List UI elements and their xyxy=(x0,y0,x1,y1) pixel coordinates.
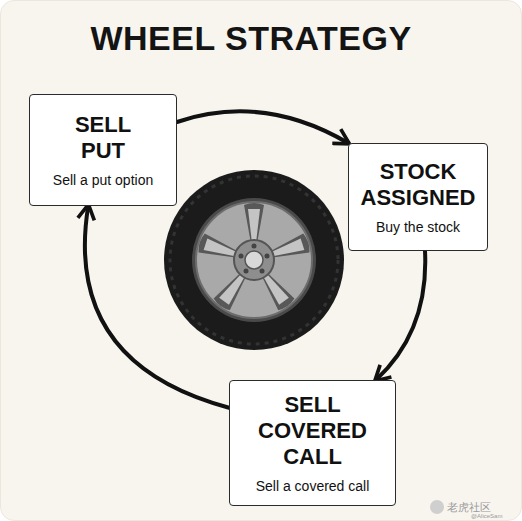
box-heading: STOCK ASSIGNED xyxy=(353,159,483,211)
cycle-arrow xyxy=(376,251,425,380)
box-heading: SELL PUT xyxy=(58,112,148,164)
process-box: SELL PUT Sell a put option xyxy=(29,94,177,206)
box-heading: SELL COVERED CALL xyxy=(243,392,383,470)
box-description: Buy the stock xyxy=(376,219,460,236)
box-description: Sell a put option xyxy=(53,172,153,189)
cycle-arrow xyxy=(85,206,229,408)
watermark: 老虎社区 xyxy=(447,500,491,515)
process-box: SELL COVERED CALL Sell a covered call xyxy=(229,380,396,506)
box-description: Sell a covered call xyxy=(256,478,370,495)
diagram-title: WHEEL STRATEGY xyxy=(1,19,501,58)
process-box: STOCK ASSIGNED Buy the stock xyxy=(348,143,488,251)
cycle-arrow xyxy=(177,111,348,143)
watermark: @AliceSam xyxy=(471,513,502,519)
